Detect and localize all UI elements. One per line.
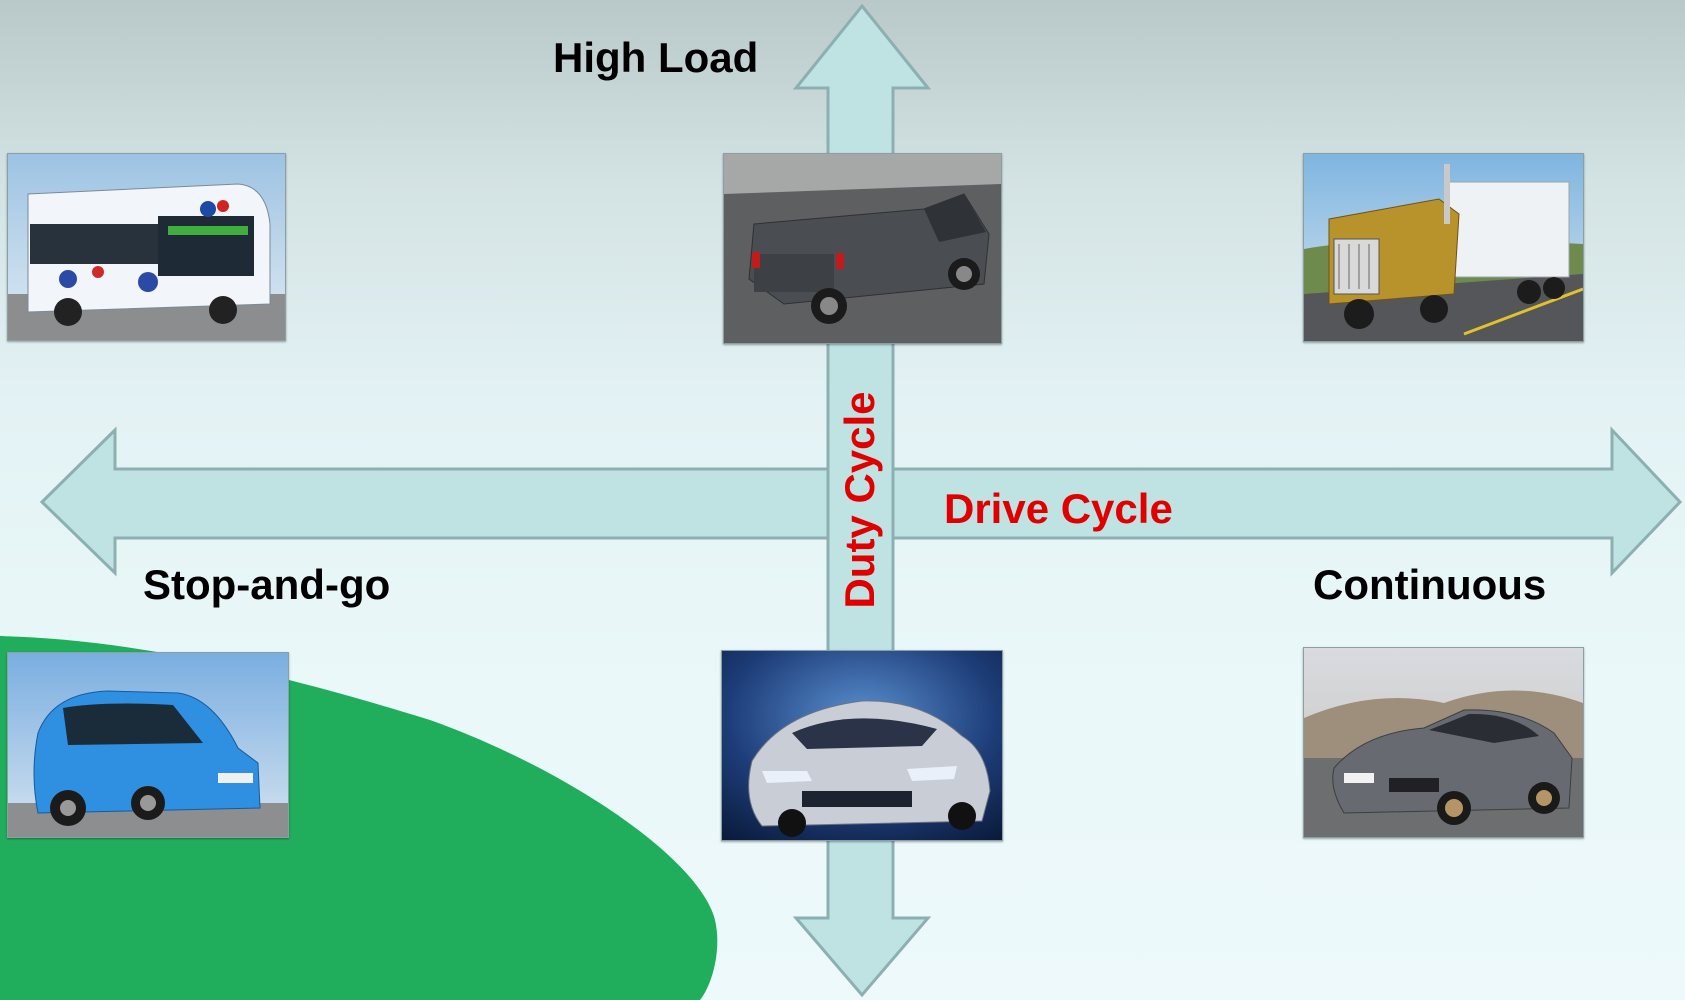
duty-cycle-label: Duty Cycle (836, 391, 883, 609)
semi-truck-photo (1303, 153, 1584, 342)
stop-and-go-label: Stop-and-go (143, 561, 391, 608)
bus-photo (7, 153, 286, 341)
pickup-truck-photo (723, 153, 1002, 344)
continuous-label: Continuous (1313, 561, 1547, 608)
silver-sedan-photo (721, 650, 1003, 841)
high-load-label: High Load (553, 34, 759, 81)
small-blue-car-photo (7, 652, 289, 838)
gray-sedan-photo (1303, 647, 1584, 838)
drive-cycle-label: Drive Cycle (944, 485, 1173, 532)
